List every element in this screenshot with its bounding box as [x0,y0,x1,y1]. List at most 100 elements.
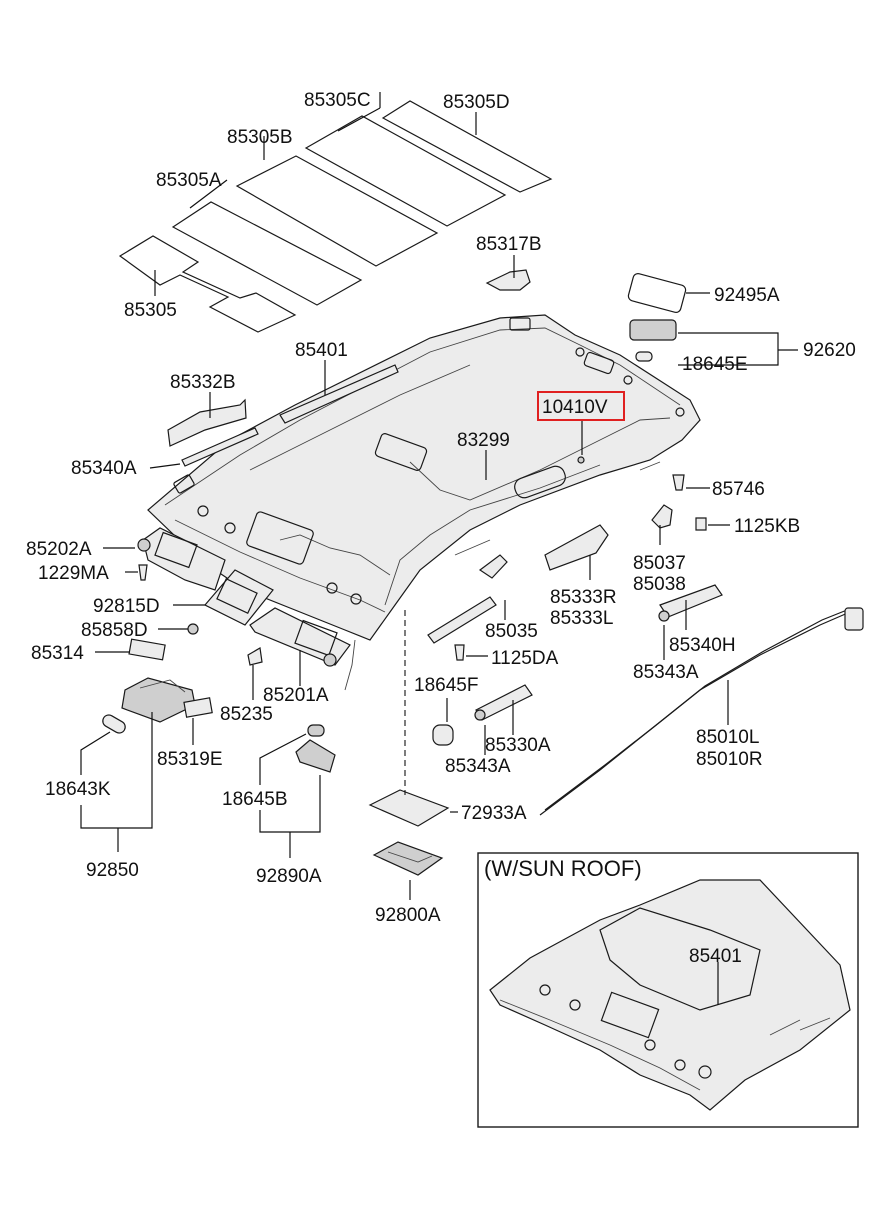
console-92850 [121,677,196,723]
sunvisor-right-85201a [249,607,351,666]
inset-hole [539,984,551,996]
grab-handle-slot [454,539,491,556]
visor-notch-left [173,474,195,494]
overhead-console-opening [246,511,314,565]
inset-edge [499,999,701,1091]
clip-85858d [187,623,199,635]
vanity-mirror-left [154,531,198,569]
part-label: 18643K [45,779,111,800]
leader [504,555,591,620]
part-label: 1229MA [38,563,109,584]
pad-85319e [183,697,213,718]
grab-handle-slot-2 [639,461,661,471]
strip-85340a [181,427,259,467]
part-label: 85037 [633,553,686,574]
cap-85343a-right [658,610,670,622]
screw-85746 [672,474,685,491]
rear-lamp-opening [514,465,566,499]
part-label: 92495A [714,285,780,306]
inset-title: (W/SUN ROOF) [484,856,642,881]
hole [623,375,633,385]
inset-hole [698,1065,712,1079]
part-label: 85858D [81,620,148,641]
part-label: 85340H [669,635,736,656]
headliner-edge-inner [249,364,471,471]
part-label: 92850 [86,860,139,881]
part-label: 18645F [414,675,478,696]
lamp-92620 [629,319,677,341]
inset-frame [477,852,859,1128]
part-label: 85010L [696,727,759,748]
leader [259,775,321,858]
strap-85035 [427,596,497,644]
hole [350,593,362,605]
cap-85343a-left [474,709,486,721]
leader [678,332,798,366]
part-label: 85038 [633,574,686,595]
bracket-85333 [544,524,609,571]
rear-tab [509,317,531,331]
part-label: 85305B [227,127,293,148]
part-label: 85332B [170,372,236,393]
part-label: 85305 [124,300,177,321]
part-label: 1125KB [734,516,800,537]
inset-console-opening [600,991,660,1039]
part-label: 85202A [26,539,92,560]
lamp-92890a [295,739,336,773]
wire-harness-2 [384,464,601,606]
console-detail [139,679,186,693]
part-label: 92815D [93,596,160,617]
screw-1229ma [138,564,148,581]
part-label: 85010R [696,749,763,770]
part-label: 85330A [485,735,551,756]
headliner-main [147,314,701,691]
hole [224,522,236,534]
inset-hole [674,1059,686,1071]
part-label: 85333L [550,608,613,629]
bulb-18645f [432,724,454,746]
part-label: 85401 [689,946,742,967]
part-label: 85314 [31,643,84,664]
part-label: 92890A [256,866,322,887]
part-label: 83299 [457,430,510,451]
leader [80,731,111,775]
inset-hole [569,999,581,1011]
part-label: 85235 [220,704,273,725]
part-label: 85305D [443,92,510,113]
leader [189,136,265,209]
screw-1125da [454,644,465,661]
vanity-mirror-right [294,619,338,657]
part-label: 85305C [304,90,371,111]
pad-85305a [171,201,363,306]
sunvisor-left-85202a [142,527,226,591]
pad-85305d [381,100,553,193]
wire-harness [409,417,671,501]
airbag-mount [844,607,864,631]
part-label: 72933A [461,803,527,824]
bezel-92495a [627,273,687,313]
inset-grab-slot [769,1017,831,1036]
sunroof-inset: (W/SUN ROOF) [477,852,859,1128]
part-label: 85343A [633,662,699,683]
part-label: 85305A [156,170,222,191]
part-label: 1125DA [491,648,559,669]
headliner-front-edge [174,519,386,613]
lens-72933a [368,789,450,827]
pad-85305b [235,155,439,267]
hole [675,407,685,417]
highlight-box [537,391,625,421]
clip-1125kb [695,517,707,531]
part-label: 10410V [542,397,608,418]
roof-pads [118,100,553,333]
rear-notch [583,351,615,375]
part-label: 18645E [682,354,748,375]
part-label: 18645B [222,789,288,810]
clip-85235 [247,647,263,666]
wire-harness-3 [279,534,391,576]
pad-85314 [128,638,166,661]
part-label: 85201A [263,685,329,706]
part-label: 85746 [712,479,765,500]
bracket-85035 [478,554,508,579]
part-label: 85401 [295,340,348,361]
